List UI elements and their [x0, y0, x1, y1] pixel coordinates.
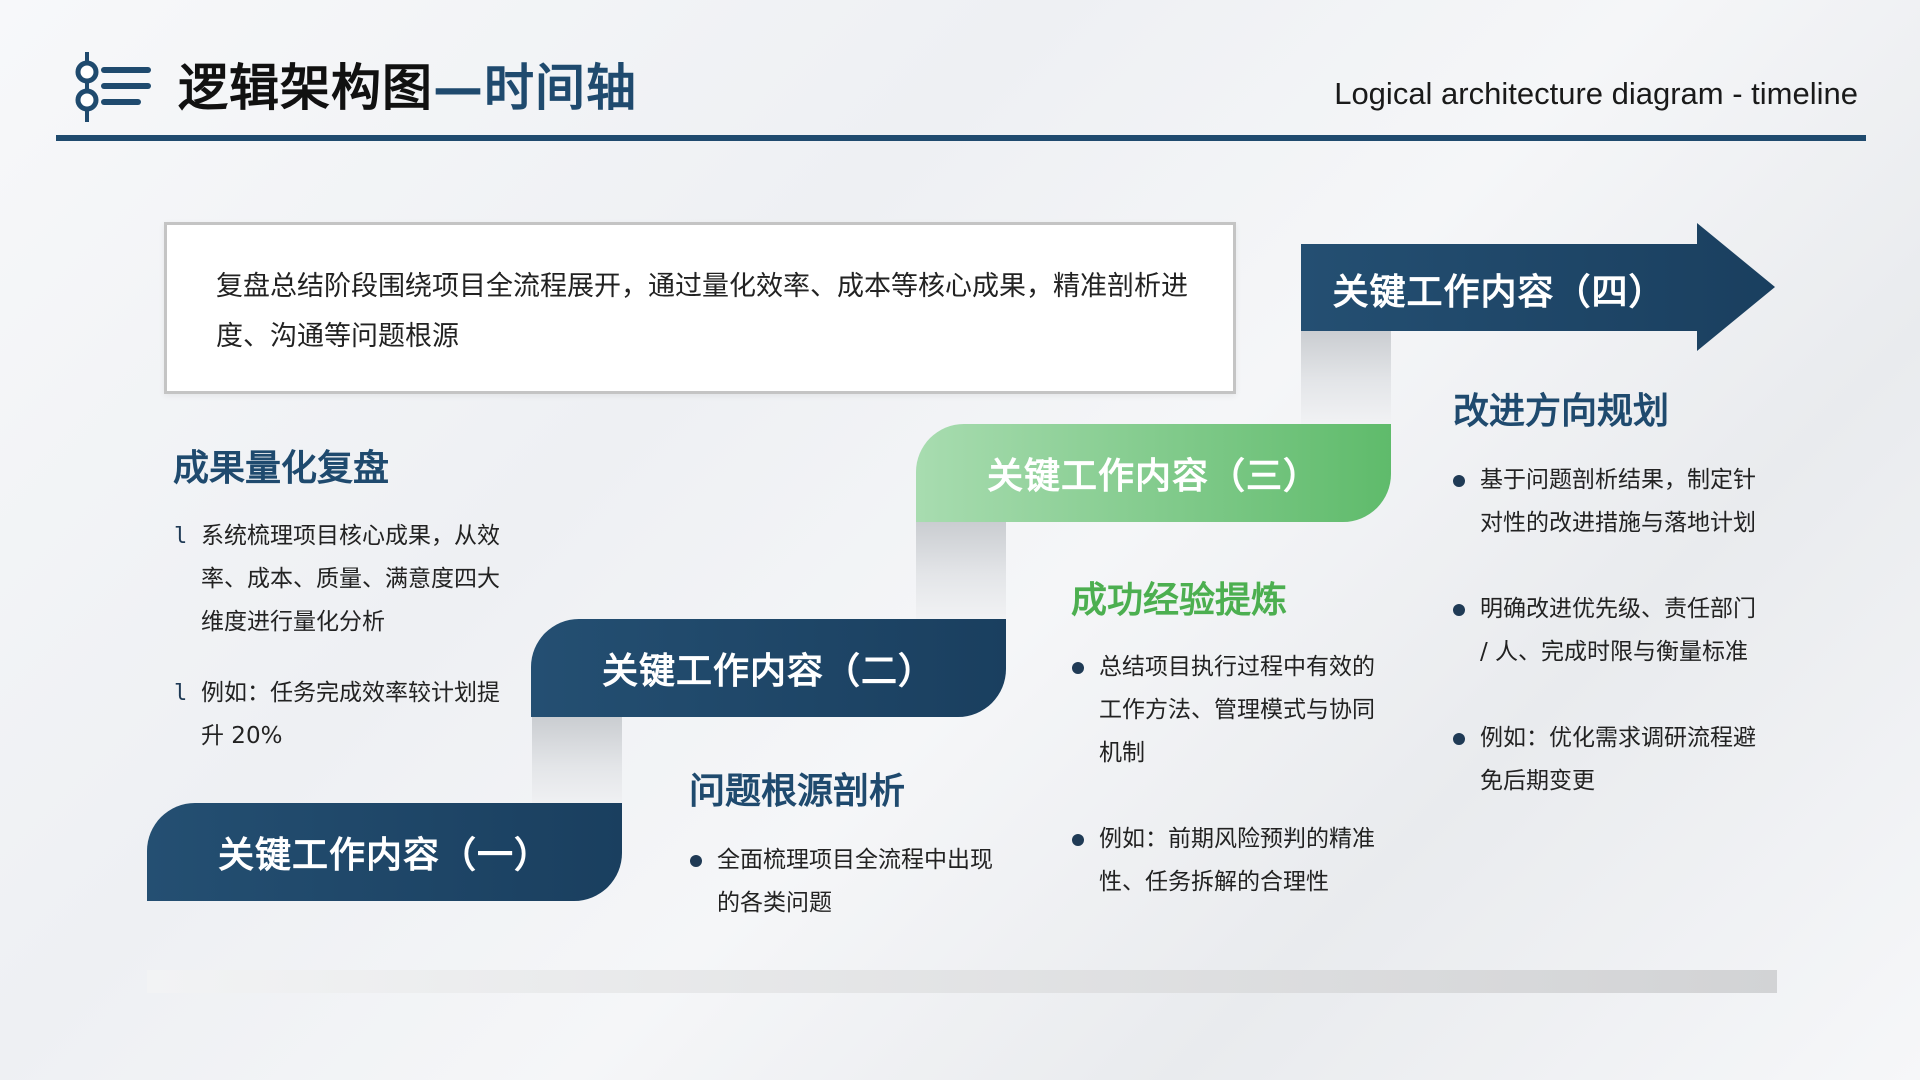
title-accent: 时间轴 [484, 59, 637, 117]
experience-item-1-text: 总结项目执行过程中有效的工作方法、管理模式与协同机制 [1099, 654, 1375, 766]
problems-list: 全面梳理项目全流程中出现的各类问题 [690, 839, 995, 925]
stair-connector-3 [1301, 328, 1391, 424]
step-3: 关键工作内容（三） [916, 424, 1391, 522]
results-item-2-text: 例如：任务完成效率较计划提升 20% [201, 680, 500, 749]
bullet-dot [1453, 475, 1465, 487]
improve-item-1: 基于问题剖析结果，制定针对性的改进措施与落地计划 [1453, 459, 1758, 545]
results-item-2: l 例如：任务完成效率较计划提升 20% [174, 672, 504, 758]
page-title: 逻辑架构图—时间轴 [178, 52, 637, 124]
page-subtitle: Logical architecture diagram - timeline [1334, 76, 1858, 111]
experience-item-2-text: 例如：前期风险预判的精准性、任务拆解的合理性 [1099, 826, 1375, 895]
results-item-1-text: 系统梳理项目核心成果，从效率、成本、质量、满意度四大维度进行量化分析 [201, 523, 500, 635]
improve-item-3: 例如：优化需求调研流程避免后期变更 [1453, 717, 1758, 803]
experience-title: 成功经验提炼 [1071, 580, 1288, 621]
bullet-dot [1072, 834, 1084, 846]
summary-box [164, 222, 1236, 394]
experience-item-1: 总结项目执行过程中有效的工作方法、管理模式与协同机制 [1072, 646, 1377, 775]
step-4-label: 关键工作内容（四） [1332, 272, 1666, 313]
bullet-dot [1072, 662, 1084, 674]
timeline-list-icon [75, 52, 151, 122]
improve-item-3-text: 例如：优化需求调研流程避免后期变更 [1480, 725, 1756, 794]
improve-title: 改进方向规划 [1453, 391, 1670, 432]
problems-item-1-text: 全面梳理项目全流程中出现的各类问题 [717, 847, 993, 916]
bullet-mark: l [174, 524, 188, 549]
improve-item-2: 明确改进优先级、责任部门 / 人、完成时限与衡量标准 [1453, 588, 1758, 674]
results-title: 成果量化复盘 [173, 448, 390, 489]
arrow-right-icon [1301, 223, 1775, 351]
improve-item-2-text: 明确改进优先级、责任部门 / 人、完成时限与衡量标准 [1480, 596, 1756, 665]
stair-connector-2 [916, 520, 1006, 619]
problems-title: 问题根源剖析 [689, 771, 906, 812]
step-3-label: 关键工作内容（三） [986, 456, 1320, 497]
header-divider [56, 135, 1866, 141]
step-2: 关键工作内容（二） [531, 619, 1006, 717]
experience-item-2: 例如：前期风险预判的精准性、任务拆解的合理性 [1072, 818, 1377, 904]
step-1-label: 关键工作内容（一） [217, 835, 551, 876]
improve-item-1-text: 基于问题剖析结果，制定针对性的改进措施与落地计划 [1480, 467, 1756, 536]
summary-text: 复盘总结阶段围绕项目全流程展开，通过量化效率、成本等核心成果，精准剖析进度、沟通… [216, 271, 1188, 352]
problems-item-1: 全面梳理项目全流程中出现的各类问题 [690, 839, 995, 925]
bottom-bar [147, 970, 1777, 993]
bullet-dot [1453, 604, 1465, 616]
bullet-mark: l [174, 681, 188, 706]
results-list: l 系统梳理项目核心成果，从效率、成本、质量、满意度四大维度进行量化分析 l 例… [174, 515, 504, 758]
step-4: 关键工作内容（四） [1301, 240, 1697, 338]
stair-connector-1 [532, 715, 622, 808]
step-2-label: 关键工作内容（二） [601, 651, 935, 692]
bullet-dot [690, 855, 702, 867]
bullet-dot [1453, 733, 1465, 745]
improve-list: 基于问题剖析结果，制定针对性的改进措施与落地计划 明确改进优先级、责任部门 / … [1453, 459, 1758, 803]
step-1: 关键工作内容（一） [147, 803, 622, 901]
experience-list: 总结项目执行过程中有效的工作方法、管理模式与协同机制 例如：前期风险预判的精准性… [1072, 646, 1377, 904]
title-dash: — [433, 59, 484, 117]
title-main: 逻辑架构图 [178, 59, 433, 117]
results-item-1: l 系统梳理项目核心成果，从效率、成本、质量、满意度四大维度进行量化分析 [174, 515, 504, 644]
